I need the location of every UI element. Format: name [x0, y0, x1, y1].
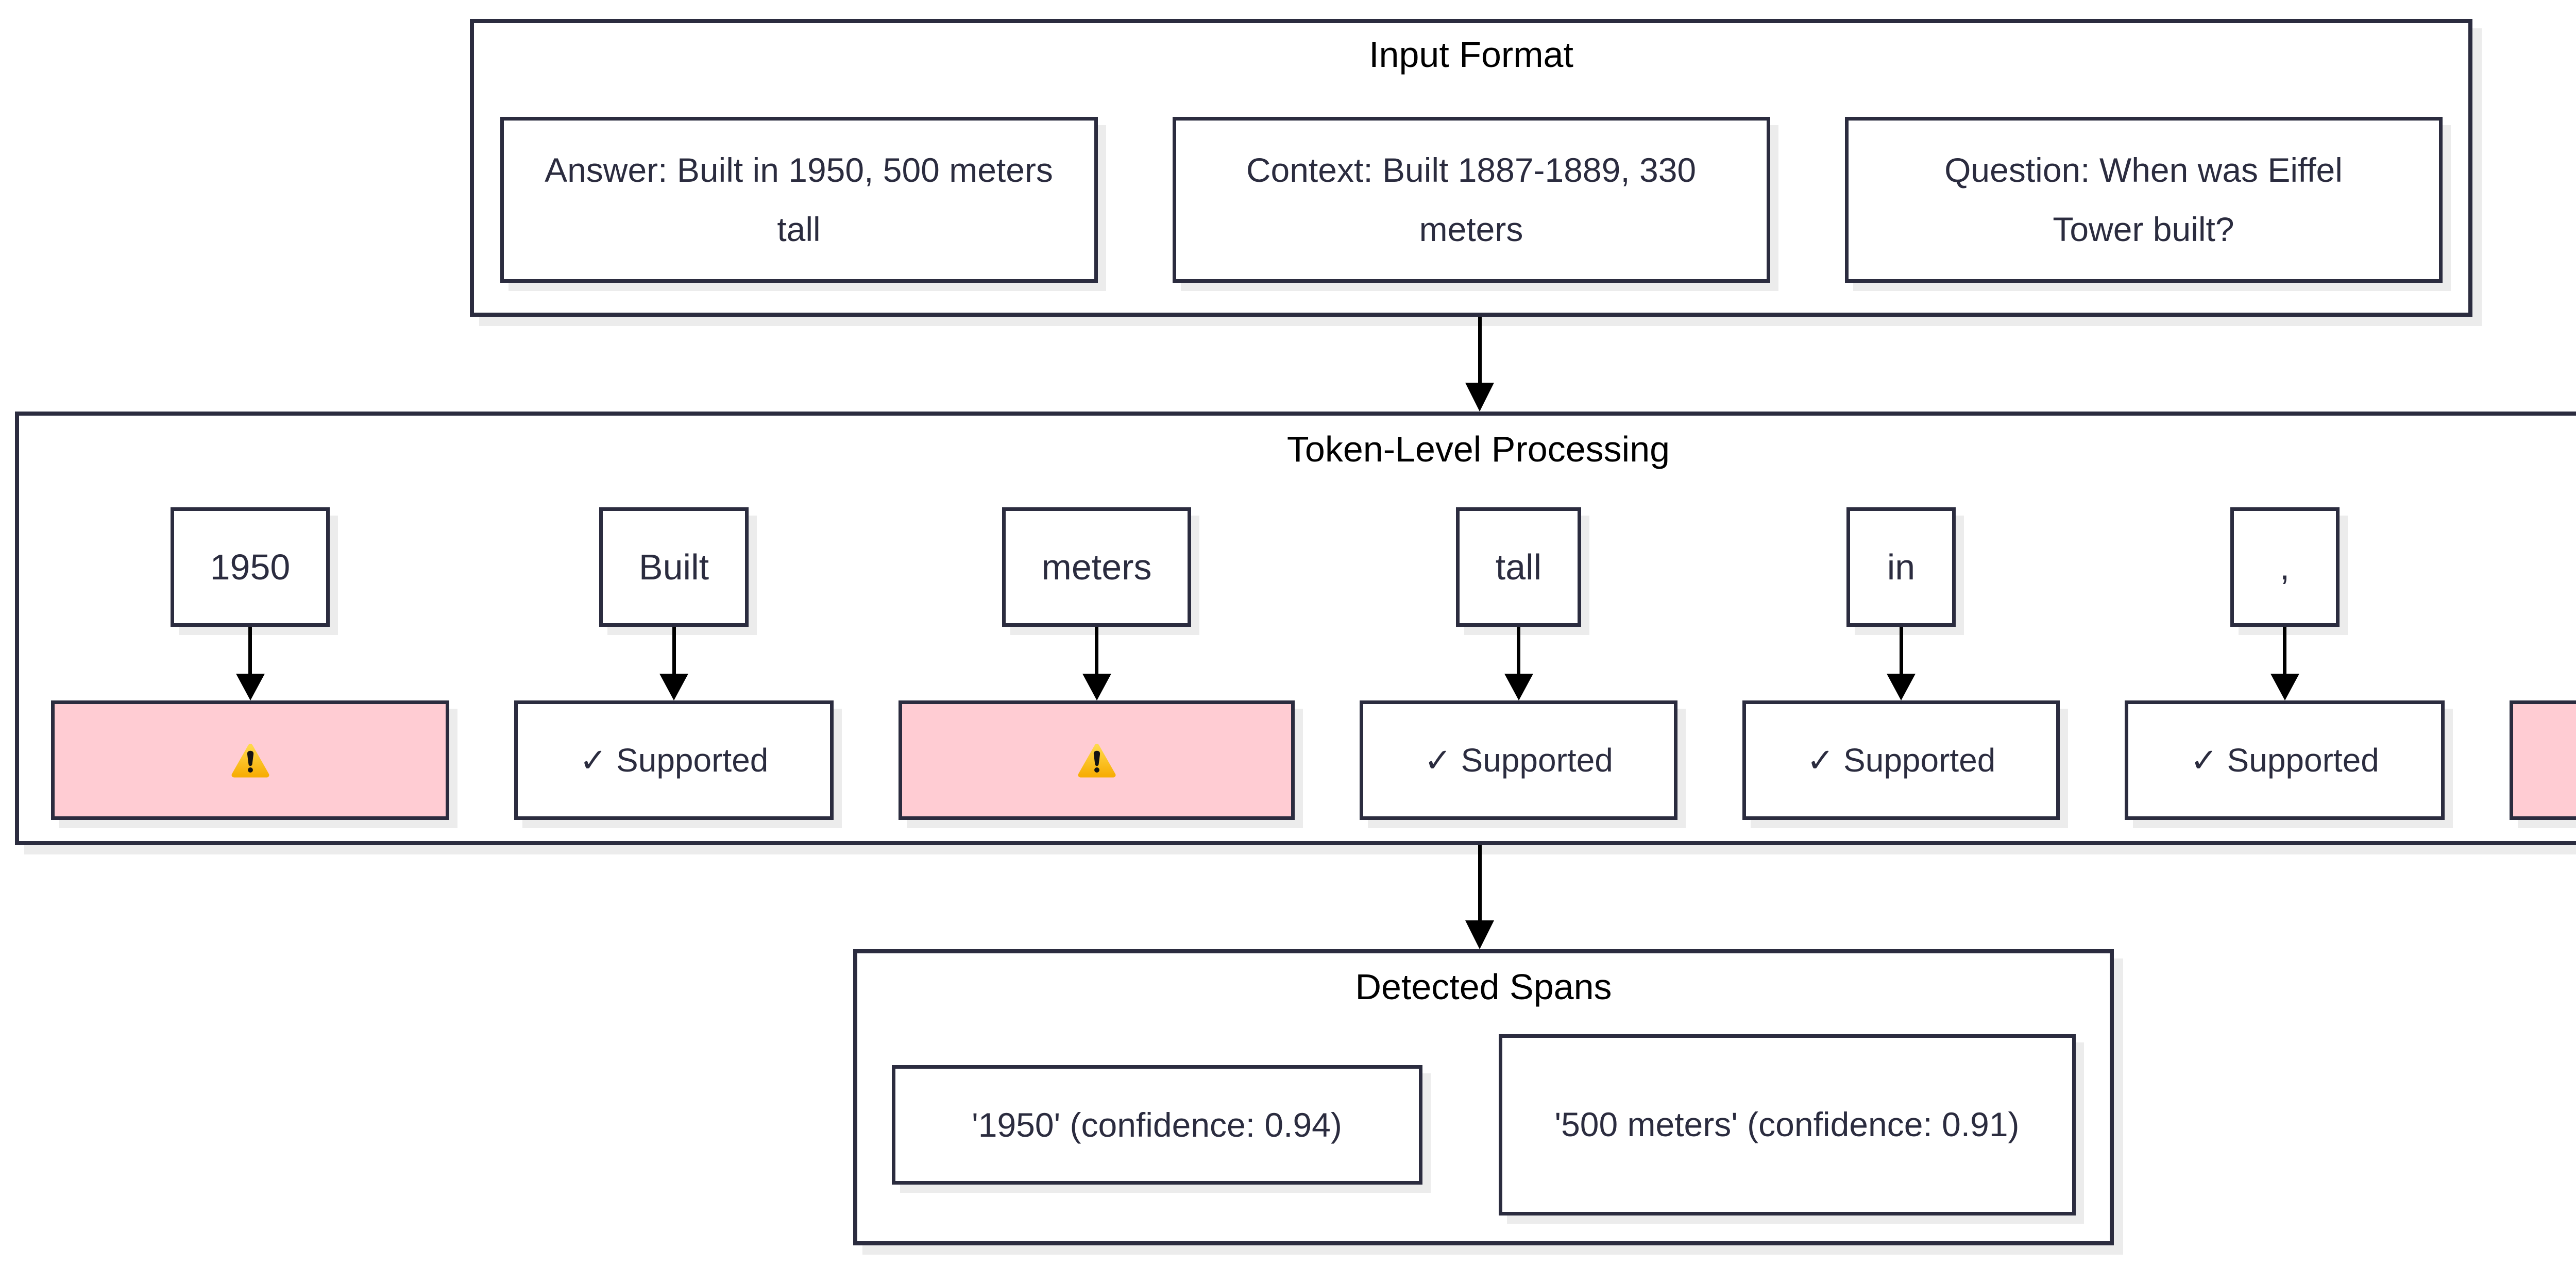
span-node-1950: '1950' (confidence: 0.94) [891, 1065, 1422, 1185]
arrow-token-to-result [2269, 627, 2300, 700]
token-node: tall [1455, 507, 1582, 627]
arrow-shaft [1517, 627, 1520, 674]
arrow-head-icon [1082, 674, 1111, 700]
result-node-supported: ✓ Supported [1742, 700, 2060, 820]
arrow-head-icon [2270, 674, 2299, 700]
arrow-shaft [1095, 627, 1098, 674]
result-node-supported: ✓ Supported [2125, 700, 2445, 820]
question-node: Question: When was Eiffel Tower built? [1844, 117, 2443, 283]
span-node-500-meters: '500 meters' (confidence: 0.91) [1498, 1034, 2076, 1215]
token-column-meters: meters [899, 507, 1295, 820]
arrow-token-to-result [658, 627, 689, 700]
detected-spans-title: Detected Spans [1355, 967, 1612, 1007]
arrow-shaft [1899, 627, 1903, 674]
arrow-head-icon [659, 674, 688, 700]
token-column-1950: 1950 [51, 507, 449, 820]
token-column-built: Built ✓ Supported [514, 507, 834, 820]
arrow-shaft [672, 627, 676, 674]
answer-node: Answer: Built in 1950, 500 meters tall [500, 117, 1098, 283]
result-node-supported: ✓ Supported [514, 700, 834, 820]
arrow-shaft [2283, 627, 2286, 674]
arrow-shaft [1478, 317, 1482, 383]
arrow-head-icon [1465, 920, 1494, 949]
result-node-warning [51, 700, 449, 820]
token-column-comma: , ✓ Supported [2125, 507, 2445, 820]
result-node-supported: ✓ Supported [1360, 700, 1677, 820]
arrow-token-to-result [1886, 627, 1917, 700]
arrow-head-icon [1887, 674, 1916, 700]
arrow-shaft [1478, 845, 1482, 920]
token-column-in: in ✓ Supported [1742, 507, 2060, 820]
token-processing-title: Token-Level Processing [1286, 429, 1670, 469]
token-column-500: 500 [2510, 507, 2576, 820]
token-node: meters [1002, 507, 1192, 627]
token-column-tall: tall ✓ Supported [1360, 507, 1677, 820]
arrow-token-to-result [235, 627, 266, 700]
arrow-token-to-result [1503, 627, 1534, 700]
arrow-head-icon [1504, 674, 1533, 700]
input-format-group: Input Format Answer: Built in 1950, 500 … [470, 19, 2472, 317]
input-format-title: Input Format [1369, 35, 1573, 75]
arrow-shaft [248, 627, 252, 674]
arrow-tokens-to-spans [1464, 845, 1495, 949]
detected-spans-row: '1950' (confidence: 0.94) '500 meters' (… [857, 1034, 2110, 1215]
token-processing-group: Token-Level Processing 1950 [15, 412, 2576, 845]
warning-triangle-icon [231, 744, 269, 778]
arrow-head-icon [235, 674, 265, 700]
arrow-input-to-tokens [1464, 317, 1495, 412]
context-node: Context: Built 1887-1889, 330 meters [1172, 117, 1770, 283]
token-columns: 1950 [19, 507, 2576, 820]
arrow-token-to-result [1081, 627, 1112, 700]
input-format-row: Answer: Built in 1950, 500 meters tall C… [474, 117, 2468, 283]
warning-triangle-icon [1078, 744, 1115, 778]
token-node: in [1846, 507, 1956, 627]
result-node-warning [899, 700, 1295, 820]
detected-spans-group: Detected Spans '1950' (confidence: 0.94)… [853, 949, 2114, 1245]
token-node: Built [599, 507, 749, 627]
token-node: 1950 [170, 507, 330, 627]
token-node: , [2230, 507, 2340, 627]
arrow-head-icon [1465, 383, 1494, 412]
result-node-warning [2510, 700, 2576, 820]
